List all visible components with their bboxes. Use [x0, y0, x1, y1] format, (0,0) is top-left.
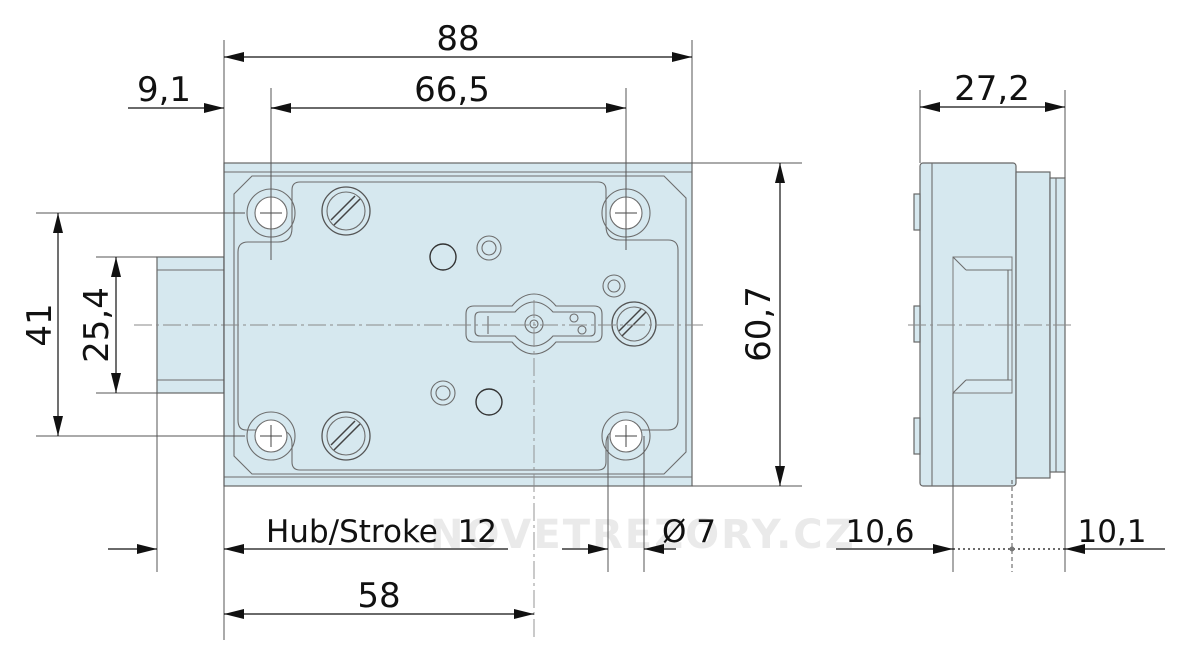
- dimension-lines: [53, 52, 1165, 619]
- label-side-depth: 27,2: [954, 69, 1030, 109]
- screw-top: [321, 186, 371, 236]
- label-hole-diameter: Ø 7: [662, 514, 716, 550]
- cover-plate: [233, 175, 687, 475]
- pin-hole-bottom: [475, 388, 503, 416]
- label-bolt-height: 25,4: [77, 287, 117, 363]
- label-side-left: 10,6: [845, 514, 914, 550]
- label-stroke: Hub/Stroke 12: [266, 514, 497, 550]
- side-view: [908, 162, 1072, 487]
- label-bolt-outer: 41: [20, 303, 60, 346]
- watermark-text: NOVETREZORY.CZ: [430, 512, 856, 558]
- label-height: 60,7: [739, 286, 779, 362]
- label-backset: 58: [357, 576, 400, 616]
- pin-hole-top: [429, 243, 457, 271]
- label-edge-offset: 9,1: [137, 70, 191, 110]
- screw-right: [611, 301, 657, 347]
- label-hole-spacing: 66,5: [414, 70, 490, 110]
- dimension-labels: 88 66,5 9,1 27,2 60,7 41 25,4 Hub/Stroke…: [20, 19, 1147, 616]
- label-side-right: 10,1: [1077, 514, 1146, 550]
- front-view: [134, 162, 706, 640]
- inner-outline: [237, 181, 679, 471]
- label-overall-width: 88: [436, 19, 479, 59]
- screw-bottom: [321, 411, 371, 461]
